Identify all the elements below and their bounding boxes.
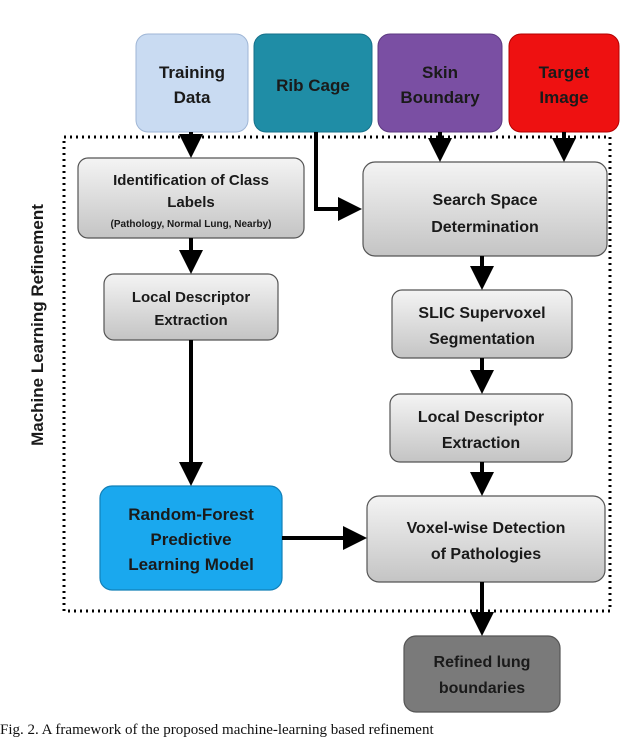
search-space-label-1: Search Space [433, 192, 538, 209]
training-data-label-1: Training [159, 63, 225, 82]
frame-label: Machine Learning Refinement [28, 204, 47, 446]
arrow-ribcage-to-search-space [314, 132, 362, 221]
identification-label-1: Identification of Class [113, 172, 269, 189]
input-training-data: Training Data [135, 33, 249, 133]
random-forest-step: Random-Forest Predictive Learning Model [99, 485, 283, 591]
skin-boundary-label-1: Skin [422, 63, 458, 82]
rib-cage-label: Rib Cage [276, 76, 350, 95]
search-space-step: Search Space Determination [362, 161, 608, 257]
target-image-box [508, 33, 620, 133]
arrows [179, 132, 576, 636]
skin-boundary-box [377, 33, 503, 133]
search-space-label-2: Determination [431, 219, 539, 236]
identification-step: Identification of Class Labels (Patholog… [77, 157, 305, 239]
voxel-detection-box [366, 495, 606, 583]
random-forest-label-2: Predictive [150, 530, 231, 549]
refined-boundaries-label-1: Refined lung [434, 654, 531, 671]
target-image-label-1: Target [539, 63, 590, 82]
output-step: Refined lung boundaries [403, 635, 561, 713]
random-forest-label-3: Learning Model [128, 555, 254, 574]
input-target-image: Target Image [508, 33, 620, 133]
figure-caption: Fig. 2. A framework of the proposed mach… [0, 722, 434, 738]
left-local-descriptor-box [103, 273, 279, 341]
voxel-detection-step: Voxel-wise Detection of Pathologies [366, 495, 606, 583]
voxel-detection-label-1: Voxel-wise Detection [407, 520, 566, 537]
target-image-label-2: Image [539, 88, 588, 107]
voxel-detection-label-2: of Pathologies [431, 546, 541, 563]
training-data-box [135, 33, 249, 133]
refined-boundaries-box [403, 635, 561, 713]
slic-label-1: SLIC Supervoxel [418, 305, 545, 322]
slic-step: SLIC Supervoxel Segmentation [391, 289, 573, 359]
left-local-descriptor-step: Local Descriptor Extraction [103, 273, 279, 341]
search-space-box [362, 161, 608, 257]
left-local-descriptor-label-2: Extraction [154, 312, 227, 329]
identification-sublabel: (Pathology, Normal Lung, Nearby) [111, 219, 272, 230]
skin-boundary-label-2: Boundary [400, 88, 480, 107]
identification-label-2: Labels [167, 194, 215, 211]
rib-cage-box [253, 33, 373, 133]
right-local-descriptor-label-1: Local Descriptor [418, 409, 544, 426]
input-skin-boundary: Skin Boundary [377, 33, 503, 133]
training-data-label-2: Data [174, 88, 211, 107]
right-local-descriptor-step: Local Descriptor Extraction [389, 393, 573, 463]
input-rib-cage: Rib Cage [253, 33, 373, 133]
left-local-descriptor-label-1: Local Descriptor [132, 289, 251, 306]
slic-label-2: Segmentation [429, 331, 535, 348]
random-forest-label-1: Random-Forest [128, 505, 254, 524]
refined-boundaries-label-2: boundaries [439, 680, 525, 697]
right-local-descriptor-label-2: Extraction [442, 435, 520, 452]
